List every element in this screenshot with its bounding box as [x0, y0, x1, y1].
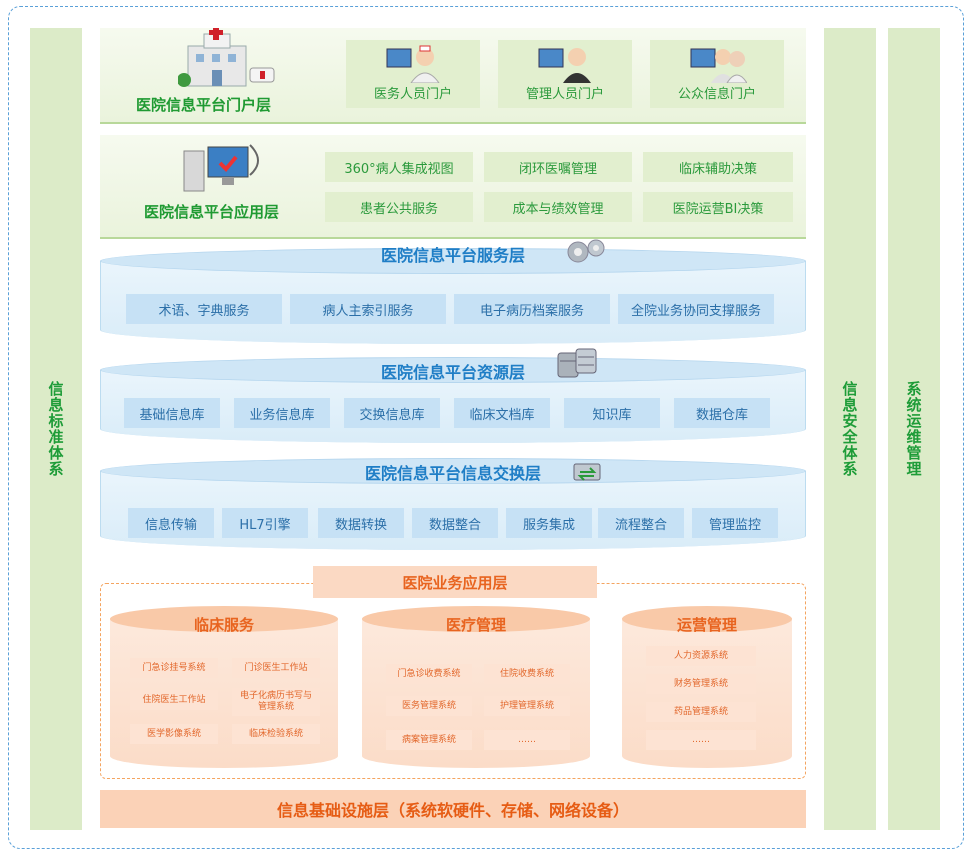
medical-item-inpatient-billing[interactable]: 住院收费系统 — [484, 664, 570, 684]
resource-item-knowledge-db[interactable]: 知识库 — [564, 398, 660, 428]
portal-layer-title: 医院信息平台门户层 — [136, 96, 272, 114]
app-item-360-view[interactable]: 360°病人集成视图 — [325, 152, 473, 182]
resource-item-clinical-doc-db[interactable]: 临床文档库 — [454, 398, 550, 428]
clinical-item-emr-writing[interactable]: 电子化病历书写与管理系统 — [232, 688, 320, 716]
portal-medical-staff-label: 医务人员门户 — [373, 87, 452, 102]
exchange-item-process-integration[interactable]: 流程整合 — [598, 508, 684, 538]
exchange-item-data-integration[interactable]: 数据整合 — [412, 508, 498, 538]
manager-icon — [538, 48, 591, 83]
operations-item-pharmacy[interactable]: 药品管理系统 — [646, 702, 756, 722]
ops-management-label: 系统运维管理 — [904, 381, 923, 477]
exchange-item-monitoring[interactable]: 管理监控 — [692, 508, 778, 538]
app-item-bi-decision[interactable]: 医院运营BI决策 — [643, 192, 793, 222]
exchange-item-hl7-engine[interactable]: HL7引擎 — [222, 508, 308, 538]
database-icon — [557, 348, 597, 378]
medical-item-records[interactable]: 病案管理系统 — [386, 730, 472, 750]
medical-item-more[interactable]: …… — [484, 730, 570, 750]
portal-public-label: 公众信息门户 — [677, 87, 756, 102]
app-item-patient-service[interactable]: 患者公共服务 — [325, 192, 473, 222]
standard-system-label: 信息标准体系 — [46, 381, 65, 477]
gears-icon — [567, 239, 605, 263]
operations-management-title: 运营管理 — [676, 616, 737, 634]
portal-medical-staff[interactable]: 医务人员门户 — [346, 40, 480, 108]
app-item-closed-loop-orders[interactable]: 闭环医嘱管理 — [484, 152, 632, 182]
portal-management[interactable]: 管理人员门户 — [498, 40, 632, 108]
clinical-item-inpatient-station[interactable]: 住院医生工作站 — [130, 690, 218, 710]
service-item-collaboration[interactable]: 全院业务协同支撑服务 — [618, 294, 774, 324]
resource-item-exchange-db[interactable]: 交换信息库 — [344, 398, 440, 428]
security-system-label: 信息安全体系 — [840, 381, 859, 477]
infrastructure-layer: 信息基础设施层（系统软硬件、存储、网络设备） — [100, 790, 806, 828]
public-icon — [690, 48, 747, 83]
ops-management-bar: 系统运维管理 — [888, 28, 940, 830]
security-system-bar: 信息安全体系 — [824, 28, 876, 830]
exchange-layer-title: 医院信息平台信息交换层 — [364, 464, 541, 483]
service-layer-title: 医院信息平台服务层 — [380, 246, 525, 265]
clinical-item-registration[interactable]: 门急诊挂号系统 — [130, 658, 218, 678]
exchange-icon — [573, 463, 601, 481]
operations-item-hr[interactable]: 人力资源系统 — [646, 646, 756, 666]
medical-item-nursing[interactable]: 护理管理系统 — [484, 696, 570, 716]
outer-frame — [8, 6, 964, 849]
service-item-terminology[interactable]: 术语、字典服务 — [126, 294, 282, 324]
clinical-item-outpatient-station[interactable]: 门诊医生工作站 — [232, 658, 320, 678]
portal-public[interactable]: 公众信息门户 — [650, 40, 784, 108]
hospital-icon — [178, 28, 275, 87]
clinical-services-title: 临床服务 — [193, 616, 254, 634]
clinical-item-lab[interactable]: 临床检验系统 — [232, 724, 320, 744]
medical-item-outpatient-billing[interactable]: 门急诊收费系统 — [386, 664, 472, 684]
resource-item-business-db[interactable]: 业务信息库 — [234, 398, 330, 428]
operations-item-finance[interactable]: 财务管理系统 — [646, 674, 756, 694]
computer-stethoscope-icon — [183, 144, 259, 192]
application-layer: 医院信息平台应用层 — [100, 135, 806, 239]
medical-management-title: 医疗管理 — [445, 616, 506, 634]
exchange-item-service-integration[interactable]: 服务集成 — [506, 508, 592, 538]
exchange-item-transmission[interactable]: 信息传输 — [128, 508, 214, 538]
medical-staff-icon — [386, 45, 440, 83]
app-item-cost-performance[interactable]: 成本与绩效管理 — [484, 192, 632, 222]
operations-item-more[interactable]: …… — [646, 730, 756, 750]
exchange-item-data-conversion[interactable]: 数据转换 — [318, 508, 404, 538]
service-item-emr-archive[interactable]: 电子病历档案服务 — [454, 294, 610, 324]
resource-layer-title: 医院信息平台资源层 — [380, 363, 525, 382]
resource-item-basic-db[interactable]: 基础信息库 — [124, 398, 220, 428]
service-item-patient-index[interactable]: 病人主索引服务 — [290, 294, 446, 324]
resource-item-data-warehouse[interactable]: 数据仓库 — [674, 398, 770, 428]
medical-item-affairs[interactable]: 医务管理系统 — [386, 696, 472, 716]
app-item-clinical-decision[interactable]: 临床辅助决策 — [643, 152, 793, 182]
application-layer-title: 医院信息平台应用层 — [144, 203, 280, 221]
clinical-item-imaging[interactable]: 医学影像系统 — [130, 724, 218, 744]
business-layer-title: 医院业务应用层 — [313, 566, 597, 598]
portal-management-label: 管理人员门户 — [525, 87, 604, 102]
standard-system-bar: 信息标准体系 — [30, 28, 82, 830]
